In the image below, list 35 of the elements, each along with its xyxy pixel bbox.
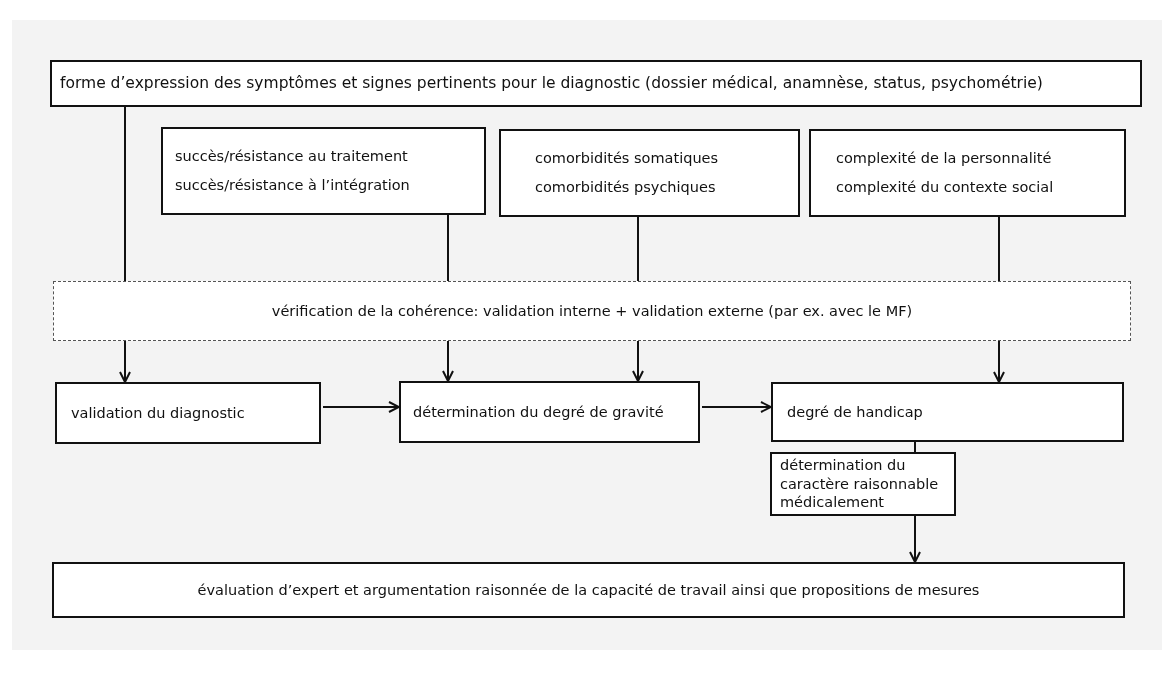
process-box [809, 129, 1126, 217]
arrow [993, 340, 1005, 383]
box-text: validation du diagnostic [71, 403, 246, 423]
box-text: vérification de la cohérence: validation interne + validation externe (par ex. avec le MF) [270, 301, 914, 321]
process-box [161, 127, 486, 215]
box-text: forme d’expression des symptômes et signes pertinents pour le diagnostic (dossier médical, anamnèse, status, psychométrie) [60, 73, 1044, 94]
connector-line [914, 441, 916, 453]
box-text: degré de handicap [787, 402, 924, 422]
process-box [52, 562, 1125, 618]
arrow [701, 401, 772, 413]
box-text: succès/résistance à l’intégration [175, 176, 411, 195]
process-box [771, 382, 1124, 442]
box-text: complexité du contexte social [836, 178, 1055, 197]
process-box [55, 382, 321, 444]
connector-line [637, 216, 639, 282]
box-text: détermination du caractère raisonnable médicalement [780, 455, 940, 513]
dashed-process-box [53, 281, 1131, 341]
box-text: comorbidités psychiques [535, 178, 717, 197]
arrow [119, 340, 131, 383]
process-box [499, 129, 800, 217]
arrow [909, 515, 921, 563]
box-text: succès/résistance au traitement [175, 147, 409, 166]
process-box [770, 452, 956, 516]
box-text: comorbidités somatiques [535, 149, 720, 168]
process-box [399, 381, 700, 443]
box-text: détermination du degré de gravité [413, 402, 665, 422]
connector-line [998, 216, 1000, 282]
arrow [322, 401, 400, 413]
connector-line [447, 214, 449, 282]
process-box [50, 60, 1142, 107]
arrow [442, 340, 454, 382]
arrow [632, 340, 644, 382]
connector-line [124, 106, 126, 282]
box-text: évaluation d’expert et argumentation raisonnée de la capacité de travail ainsi que propositions de mesures [196, 580, 981, 600]
box-text: complexité de la personnalité [836, 149, 1053, 168]
